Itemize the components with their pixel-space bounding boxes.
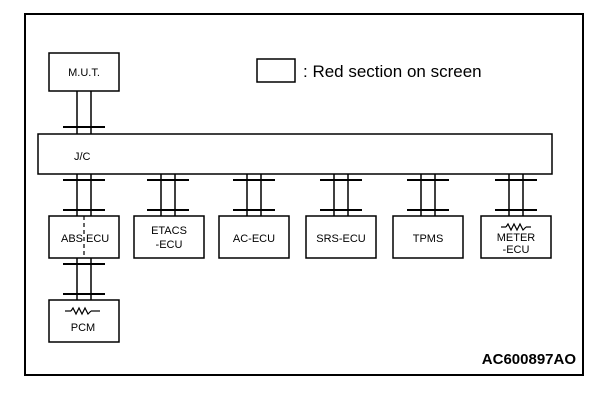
ac-ecu-box bbox=[218, 215, 290, 259]
meter-resistor-icon bbox=[501, 222, 531, 232]
pcm-box bbox=[48, 299, 120, 343]
meter-label-line1: METER bbox=[497, 232, 536, 244]
etacs-label-line1: ETACS bbox=[151, 225, 187, 237]
srs-ecu-box bbox=[305, 215, 377, 259]
abs-ecu-label: ECU bbox=[86, 233, 109, 245]
meter-label-line2: -ECU bbox=[503, 244, 530, 256]
tpms-label: TPMS bbox=[413, 233, 444, 245]
meter-ecu-box bbox=[480, 215, 552, 259]
etacs-label-line2: -ECU bbox=[156, 239, 183, 251]
figure-code: AC600897AO bbox=[482, 351, 577, 368]
legend-text: : Red section on screen bbox=[303, 62, 482, 81]
srs-ecu-label: SRS-ECU bbox=[316, 233, 366, 245]
pcm-resistor-icon bbox=[65, 306, 100, 316]
legend-swatch bbox=[256, 58, 296, 83]
pcm-label: PCM bbox=[71, 322, 95, 334]
abs-label: ABS bbox=[61, 233, 83, 245]
jc-label: J/C bbox=[74, 151, 91, 163]
mut-label: M.U.T. bbox=[68, 67, 100, 79]
jc-bar bbox=[37, 133, 553, 175]
diagram-frame bbox=[24, 13, 584, 376]
jc-connectors bbox=[63, 174, 537, 216]
ac-ecu-label: AC-ECU bbox=[233, 233, 275, 245]
tpms-box bbox=[392, 215, 464, 259]
etacs-ecu-box bbox=[133, 215, 205, 259]
mut-box bbox=[48, 52, 120, 92]
